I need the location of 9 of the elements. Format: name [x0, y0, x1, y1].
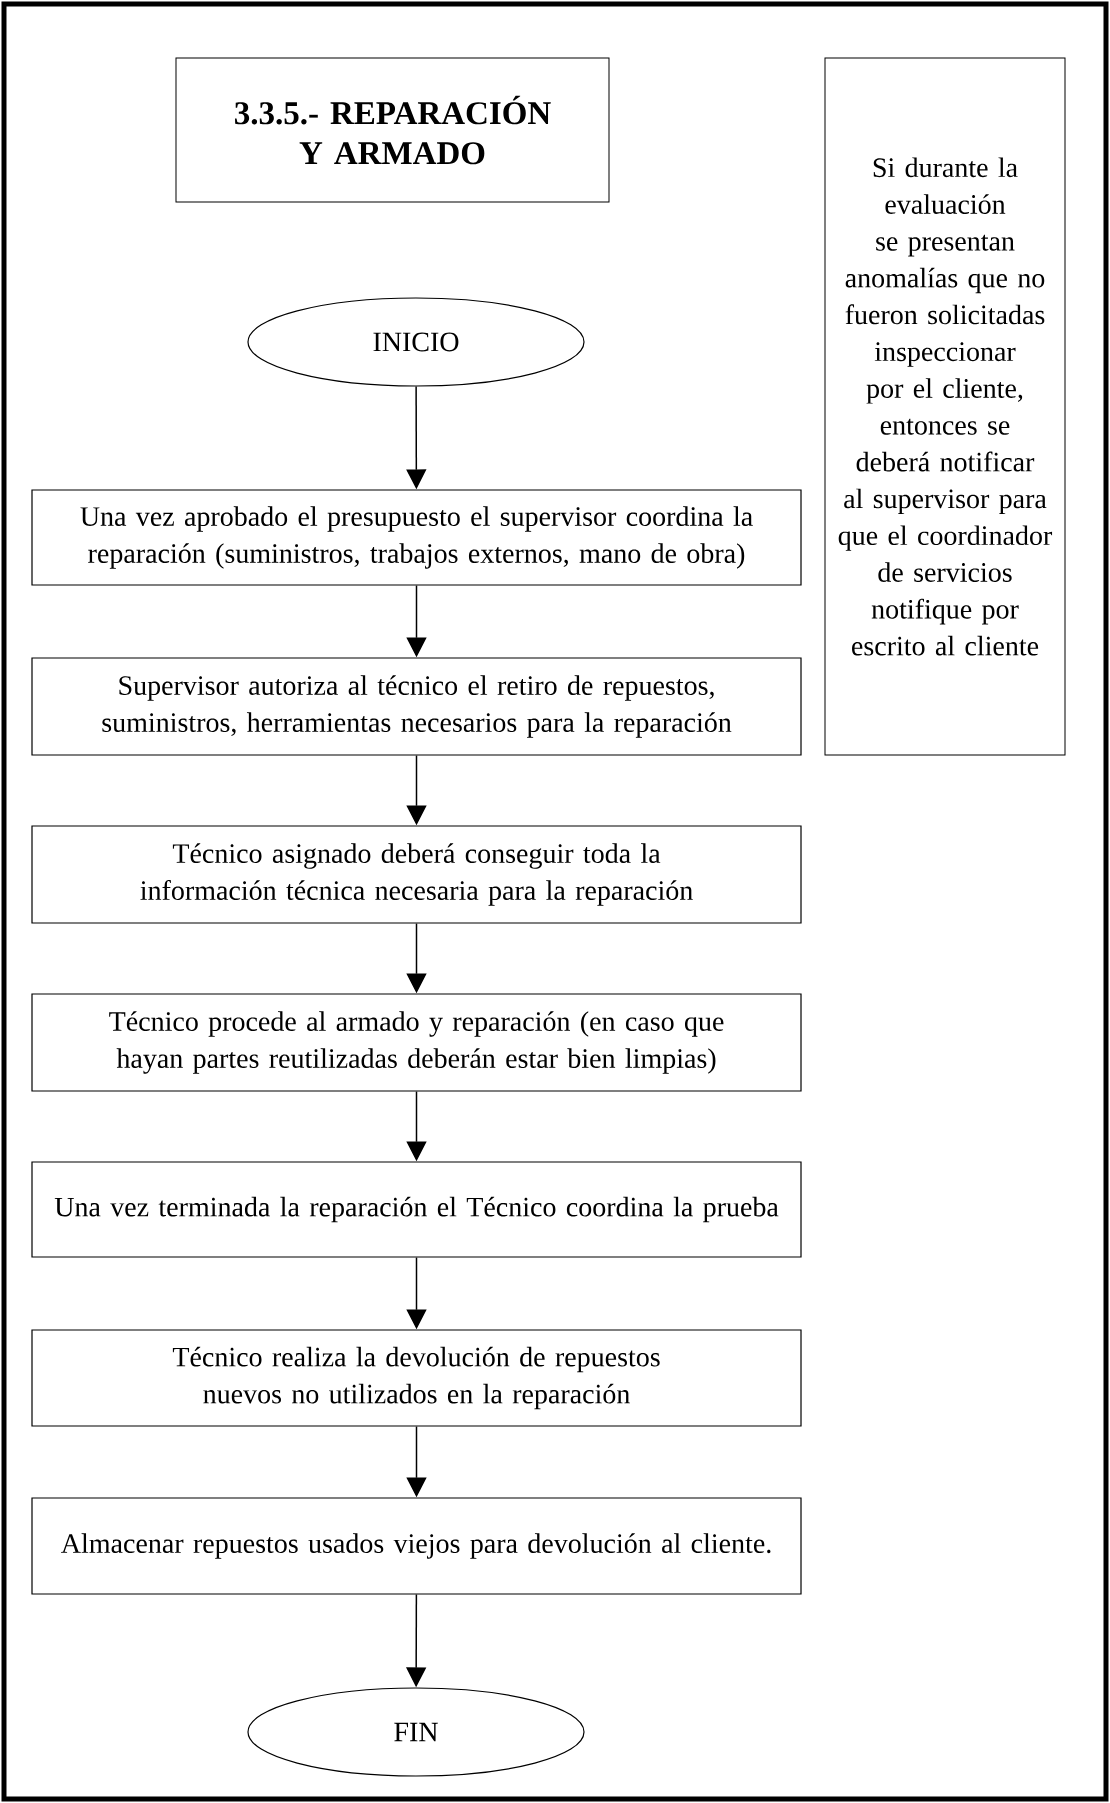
process-box: Técnico procede al armado y reparación (en caso que hayan partes reutilizadas deberán estar bien limpias) [31, 993, 802, 1092]
process-box: Técnico realiza la devolución de repuestos nuevos no utilizados en la reparación [31, 1329, 802, 1427]
process-box: Una vez aprobado el presupuesto el supervisor coordina la reparación (suministros, trabajos externos, mano de obra) [31, 489, 802, 586]
process-box: Una vez terminada la reparación el Técnico coordina la prueba [31, 1161, 802, 1258]
title-box: 3.3.5.- REPARACIÓN Y ARMADO [175, 57, 610, 203]
process-box: Almacenar repuestos usados viejos para devolución al cliente. [31, 1497, 802, 1595]
process-box: Técnico asignado deberá conseguir toda la información técnica necesaria para la reparación [31, 825, 802, 924]
process-box: Supervisor autoriza al técnico el retiro de repuestos, suministros, herramientas necesarios para la reparación [31, 657, 802, 756]
note-box: Si durante la evaluación se presentan anomalías que no fueron solicitadas inspeccionar por el cliente, entonces se deberá notificar al supervisor para que el coordinador de servicios notifique por escrito al cliente [824, 57, 1066, 756]
